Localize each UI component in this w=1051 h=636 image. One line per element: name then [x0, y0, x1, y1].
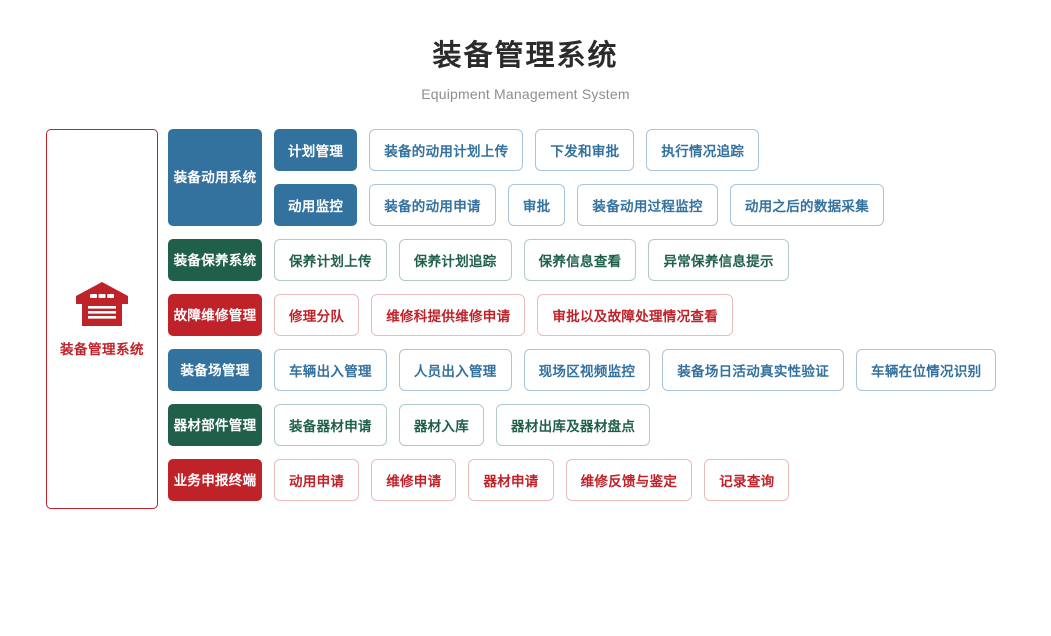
module-item-5-2[interactable]: 器材申请 [468, 459, 554, 501]
module-item-3-0[interactable]: 车辆出入管理 [274, 349, 387, 391]
module-row: 业务申报终端动用申请维修申请器材申请维修反馈与鉴定记录查询 [168, 459, 996, 501]
system-overview-panel[interactable]: 装备管理系统 [46, 129, 158, 509]
module-item-0-0-0[interactable]: 装备的动用计划上传 [369, 129, 524, 171]
spacer [262, 129, 274, 226]
module-group-2[interactable]: 故障维修管理 [168, 294, 262, 336]
module-row: 装备保养系统保养计划上传保养计划追踪保养信息查看异常保养信息提示 [168, 239, 996, 281]
module-grid: 装备动用系统计划管理装备的动用计划上传下发和审批执行情况追踪动用监控装备的动用申… [168, 129, 997, 501]
module-group-5[interactable]: 业务申报终端 [168, 459, 262, 501]
module-item-1-0[interactable]: 保养计划上传 [274, 239, 387, 281]
module-item-0-1-0[interactable]: 装备的动用申请 [369, 184, 496, 226]
module-item-4-1[interactable]: 器材入库 [398, 404, 485, 446]
module-row: 故障维修管理修理分队维修科提供维修申请审批以及故障处理情况查看 [168, 294, 996, 336]
spacer [262, 349, 274, 391]
module-group-4[interactable]: 器材部件管理 [168, 404, 262, 446]
module-item-1-3[interactable]: 异常保养信息提示 [648, 239, 789, 281]
module-row: 装备场管理车辆出入管理人员出入管理现场区视频监控装备场日活动真实性验证车辆在位情… [168, 349, 997, 391]
item-row: 车辆出入管理人员出入管理现场区视频监控装备场日活动真实性验证车辆在位情况识别 [274, 349, 997, 391]
page-title: 装备管理系统 [432, 40, 619, 72]
module-group-3[interactable]: 装备场管理 [168, 349, 262, 391]
module-item-0-0-2[interactable]: 执行情况追踪 [646, 129, 760, 171]
subgroup-stack: 计划管理装备的动用计划上传下发和审批执行情况追踪动用监控装备的动用申请审批装备动… [274, 129, 885, 226]
item-row: 动用申请维修申请器材申请维修反馈与鉴定记录查询 [274, 459, 790, 501]
page-header: 装备管理系统 Equipment Management System [0, 38, 1051, 105]
module-row: 器材部件管理装备器材申请器材入库器材出库及器材盘点 [168, 404, 996, 446]
module-item-2-2[interactable]: 审批以及故障处理情况查看 [537, 294, 734, 336]
module-item-5-3[interactable]: 维修反馈与鉴定 [565, 459, 693, 501]
module-item-5-1[interactable]: 维修申请 [371, 459, 457, 501]
subgroup-row: 计划管理装备的动用计划上传下发和审批执行情况追踪 [274, 129, 884, 171]
item-row: 装备器材申请器材入库器材出库及器材盘点 [274, 404, 651, 446]
item-row: 保养计划上传保养计划追踪保养信息查看异常保养信息提示 [274, 239, 789, 281]
module-item-3-4[interactable]: 车辆在位情况识别 [856, 349, 997, 391]
warehouse-icon [74, 280, 130, 328]
module-item-0-1-3[interactable]: 动用之后的数据采集 [729, 184, 885, 226]
spacer [262, 239, 274, 281]
module-row: 装备动用系统计划管理装备的动用计划上传下发和审批执行情况追踪动用监控装备的动用申… [168, 129, 996, 226]
module-item-2-1[interactable]: 维修科提供维修申请 [371, 294, 526, 336]
subgroup-row: 动用监控装备的动用申请审批装备动用过程监控动用之后的数据采集 [274, 184, 885, 226]
module-item-0-0-1[interactable]: 下发和审批 [535, 129, 635, 171]
module-item-2-0[interactable]: 修理分队 [274, 294, 360, 336]
spacer [262, 459, 274, 501]
module-item-3-2[interactable]: 现场区视频监控 [523, 349, 651, 391]
spacer [262, 294, 274, 336]
module-item-0-1-2[interactable]: 装备动用过程监控 [577, 184, 718, 226]
module-item-0-1-1[interactable]: 审批 [507, 184, 566, 226]
module-subgroup-0-1[interactable]: 动用监控 [274, 184, 358, 226]
module-item-1-2[interactable]: 保养信息查看 [523, 239, 637, 281]
module-item-4-2[interactable]: 器材出库及器材盘点 [496, 404, 651, 446]
module-item-5-0[interactable]: 动用申请 [274, 459, 360, 501]
module-group-1[interactable]: 装备保养系统 [168, 239, 262, 281]
module-item-1-1[interactable]: 保养计划追踪 [398, 239, 512, 281]
page-subtitle: Equipment Management System [421, 86, 630, 102]
module-item-3-1[interactable]: 人员出入管理 [398, 349, 512, 391]
module-item-4-0[interactable]: 装备器材申请 [274, 404, 387, 446]
module-item-3-3[interactable]: 装备场日活动真实性验证 [662, 349, 845, 391]
module-item-5-4[interactable]: 记录查询 [704, 459, 790, 501]
system-overview-label: 装备管理系统 [60, 342, 144, 357]
item-row: 修理分队维修科提供维修申请审批以及故障处理情况查看 [274, 294, 734, 336]
module-group-0[interactable]: 装备动用系统 [168, 129, 262, 226]
spacer [262, 404, 274, 446]
module-subgroup-0-0[interactable]: 计划管理 [274, 129, 358, 171]
